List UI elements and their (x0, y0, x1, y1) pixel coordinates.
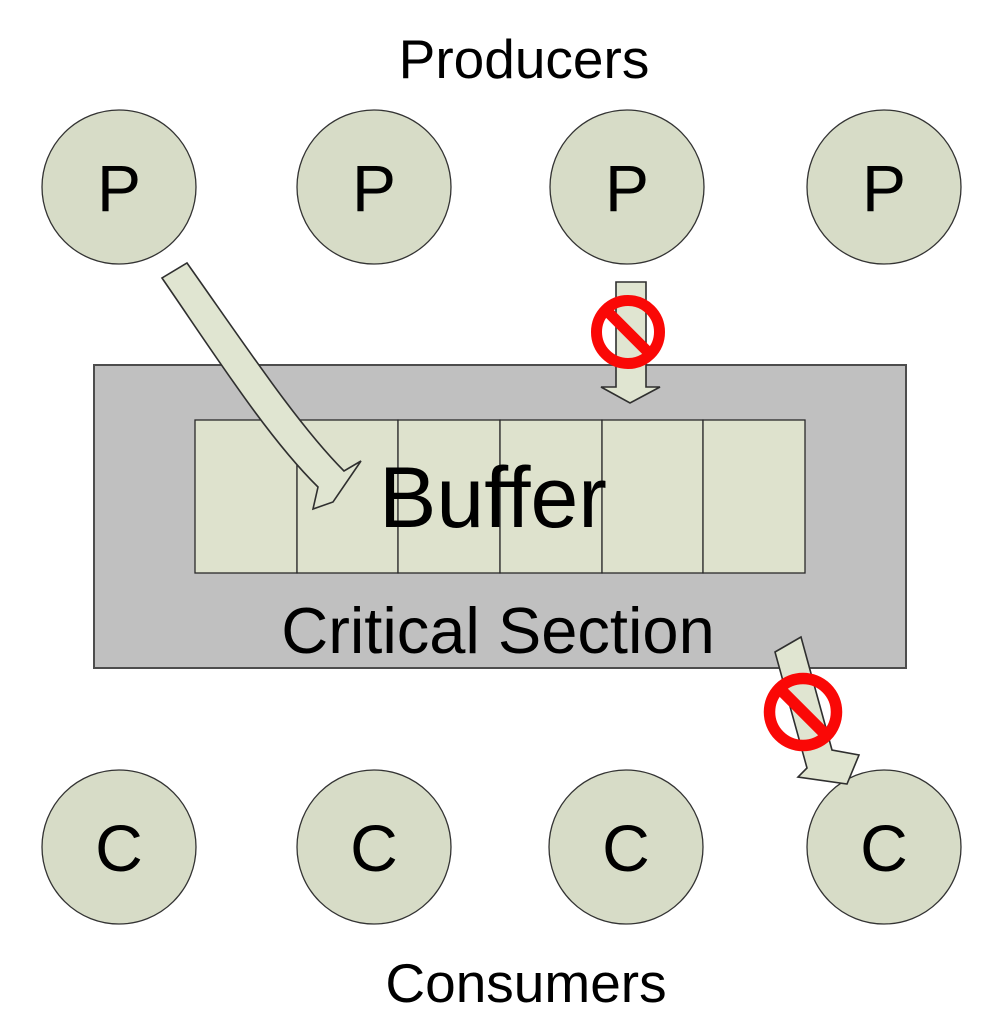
producer-node (549, 109, 705, 265)
no-entry-icon (763, 672, 843, 752)
buffer-cell (702, 419, 806, 574)
producer-node-label: P (97, 151, 141, 225)
consumer-nodes: C C C C (41, 769, 962, 925)
buffer-cell (397, 419, 501, 574)
producer-node (806, 109, 962, 265)
buffer-cell (499, 419, 603, 574)
consumer-node-label: C (350, 811, 398, 885)
producer-node-label: P (352, 151, 396, 225)
producer-nodes: P P P P (41, 109, 962, 265)
critical-section-label: Critical Section (281, 594, 714, 667)
consumer-node (548, 769, 704, 925)
consumer-node (806, 769, 962, 925)
consumer-node (296, 769, 452, 925)
consumer-node (41, 769, 197, 925)
producer-node-label: P (605, 151, 649, 225)
producer-node-label: P (862, 151, 906, 225)
no-entry-icon (591, 295, 665, 369)
producer-node (296, 109, 452, 265)
buffer-strip (194, 419, 806, 574)
producers-title: Producers (399, 28, 650, 90)
producer-insert-arrow (160, 261, 362, 511)
buffer-label: Buffer (379, 450, 607, 546)
consumers-title: Consumers (385, 952, 666, 1014)
buffer-cell (601, 419, 704, 574)
consumer-node-label: C (860, 811, 908, 885)
consumer-node-label: C (95, 811, 143, 885)
producer-node (41, 109, 197, 265)
consumer-node-label: C (602, 811, 650, 885)
